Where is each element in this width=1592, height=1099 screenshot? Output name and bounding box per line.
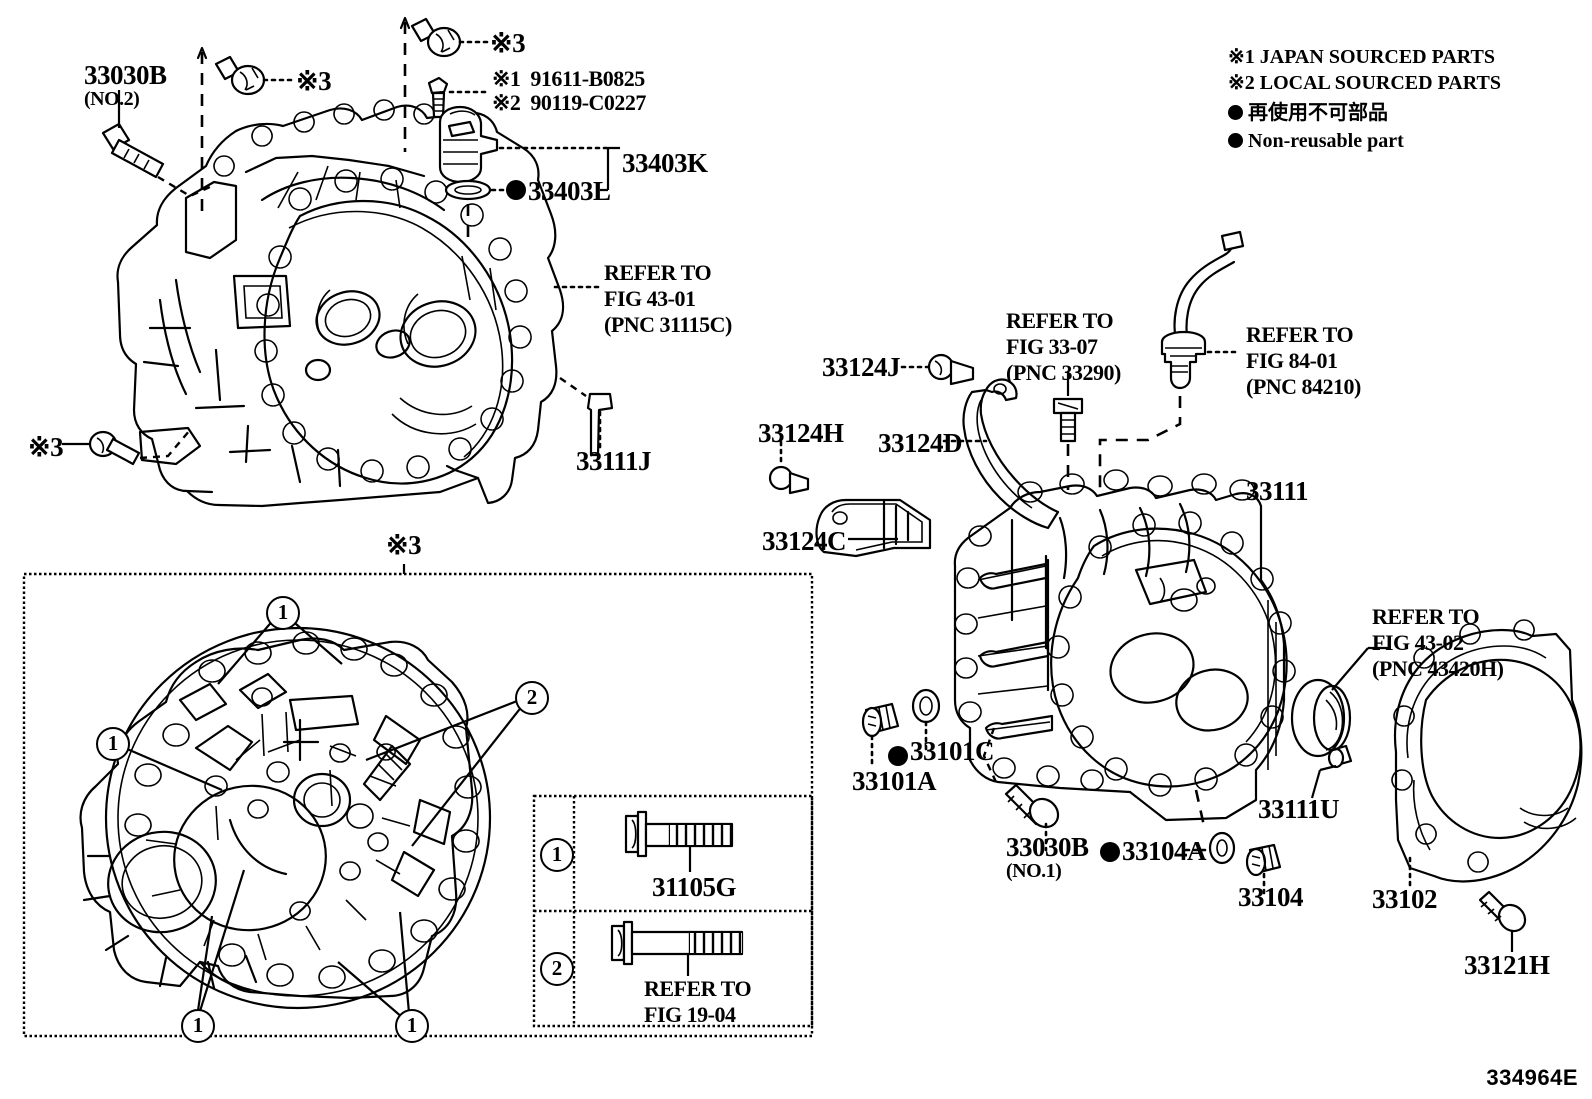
legend-row1-part: 31105G [652, 872, 737, 902]
gasket-33104A [1100, 789, 1236, 865]
label-33030B-no2-sub: (NO.2) [84, 88, 140, 110]
label-33111J: 33111J [576, 446, 652, 476]
label-33101A: 33101A [852, 766, 937, 796]
label-refer-fig-43-01: REFER TO FIG 43-01 (PNC 31115C) [604, 260, 732, 337]
nonreusable-dot-icon-2 [1228, 133, 1243, 148]
label-33030B-no1-sub: (NO.1) [1006, 860, 1062, 882]
label-mark3-top-center: ※3 [490, 28, 526, 58]
inset-case-front-view [79, 626, 492, 1010]
label-refer-fig-84-01: REFER TO FIG 84-01 (PNC 84210) [1246, 322, 1361, 399]
cover-33102 [1391, 619, 1583, 890]
inset-callout-1-bottom-right[interactable]: 1 [395, 1009, 429, 1043]
bracket-33124D [942, 378, 1060, 530]
inset-callout-1-left[interactable]: 1 [96, 727, 130, 761]
legend-nonreusable-jp: 再使用不可部品 [1228, 100, 1388, 126]
label-33030B-no2: 33030B [84, 60, 167, 90]
bolt-33030B-no2 [101, 90, 213, 198]
label-mark3-left: ※3 [28, 432, 64, 462]
inset-legend-table [532, 794, 814, 1028]
label-inset-mark3: ※3 [386, 530, 422, 560]
bolt-mark3-left [62, 429, 191, 466]
legend-row1-number: 1 [540, 838, 574, 872]
inset-callout-1-bottom-left[interactable]: 1 [181, 1009, 215, 1043]
oil-seal-pnc-43420H [1290, 646, 1388, 758]
transmission-case-upper-left [116, 99, 565, 508]
label-33102: 33102 [1372, 884, 1438, 914]
sensor-pnc-84210 [1098, 230, 1245, 492]
bolt-pnc-33290 [1052, 372, 1084, 490]
nonreusable-dot-icon [1228, 105, 1243, 120]
label-33124C: 33124C [762, 526, 847, 556]
part-33403K-breather [438, 105, 620, 240]
label-33104: 33104 [1238, 882, 1304, 912]
inset-callout-1-top[interactable]: 1 [266, 596, 300, 630]
inset-box [22, 564, 814, 1038]
plug-33101A [861, 702, 900, 766]
label-refer-fig-43-02: REFER TO FIG 43-02 (PNC 43420H) [1372, 604, 1504, 681]
legend-row2-part: REFER TO FIG 19-04 [644, 976, 752, 1027]
legend-nonreusable-en-text: Non-reusable part [1248, 130, 1404, 152]
label-33403K: 33403K [622, 148, 708, 178]
bolt-33124H [768, 440, 810, 495]
bolt-33030B-no1 [982, 727, 1060, 852]
label-33121H: 33121H [1464, 950, 1550, 980]
figure-id: 334964E [1486, 1065, 1578, 1090]
label-33101C: 33101C [910, 736, 995, 766]
label-33403L: 33403L [528, 176, 611, 206]
gasket-33101C [888, 688, 941, 766]
label-33030B-no1: 33030B [1006, 832, 1089, 862]
label-mark3-upper-left: ※3 [296, 66, 332, 96]
legend-nonreusable-en: Non-reusable part [1228, 128, 1404, 154]
label-refer-fig-33-07: REFER TO FIG 33-07 (PNC 33290) [1006, 308, 1121, 385]
part-33111J-dowel [559, 377, 614, 457]
label-33111U: 33111U [1258, 794, 1340, 824]
bolt-33124J [900, 353, 975, 386]
label-33124H: 33124H [758, 418, 844, 448]
inset-callout-2-right[interactable]: 2 [515, 681, 549, 715]
label-33124J: 33124J [822, 352, 901, 382]
label-bolt-note-japan: ※1 91611-B0825 [492, 66, 645, 91]
label-33111: 33111 [1246, 476, 1309, 506]
bolt-mark3-upper-left [196, 46, 296, 220]
transmission-case-main-right [953, 469, 1296, 822]
label-bolt-note-local: ※2 90119-C0227 [492, 90, 646, 115]
legend-nonreusable-jp-text: 再使用不可部品 [1248, 102, 1388, 124]
legend-note-local: ※2 LOCAL SOURCED PARTS [1228, 72, 1501, 94]
legend-row2-number: 2 [540, 952, 574, 986]
label-33124D: 33124D [878, 428, 963, 458]
bolt-mark3-top-center [399, 16, 490, 152]
plug-33111U [1310, 744, 1353, 799]
bracket-33124C [815, 498, 932, 558]
plug-33104 [1245, 843, 1282, 900]
legend-note-japan: ※1 JAPAN SOURCED PARTS [1228, 46, 1495, 68]
label-33104A: 33104A [1122, 836, 1207, 866]
bolt-33121H [1478, 890, 1527, 952]
